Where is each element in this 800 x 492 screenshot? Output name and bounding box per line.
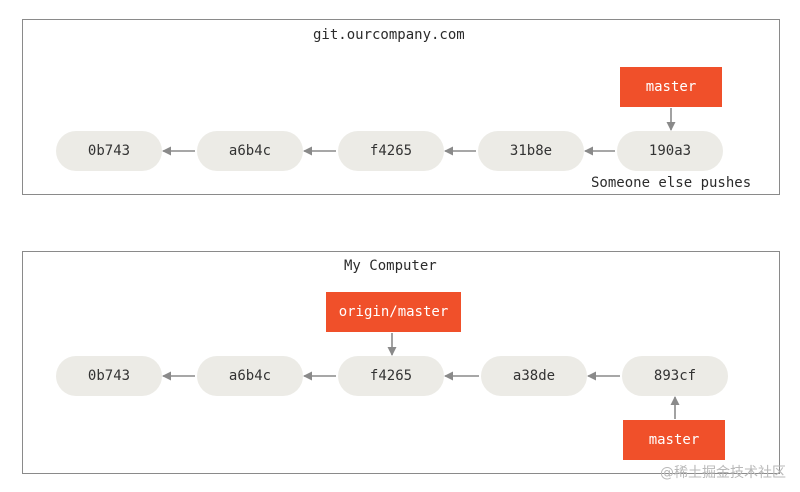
remote-commit-2: f4265 [338, 131, 444, 171]
local-commit-1: a6b4c [197, 356, 303, 396]
local-origin-master-ref: origin/master [326, 292, 461, 332]
remote-commit-1: a6b4c [197, 131, 303, 171]
remote-commit-3: 31b8e [478, 131, 584, 171]
local-commit-2: f4265 [338, 356, 444, 396]
remote-master-ref: master [620, 67, 722, 107]
remote-push-note: Someone else pushes [591, 175, 752, 191]
local-commit-4: 893cf [622, 356, 728, 396]
local-commit-3: a38de [481, 356, 587, 396]
local-commit-0: 0b743 [56, 356, 162, 396]
remote-commit-0: 0b743 [56, 131, 162, 171]
local-repo-title: My Computer [344, 258, 437, 274]
watermark-text: @稀土掘金技术社区 [660, 465, 786, 481]
remote-repo-title: git.ourcompany.com [313, 27, 465, 43]
local-master-ref: master [623, 420, 725, 460]
remote-commit-4: 190a3 [617, 131, 723, 171]
